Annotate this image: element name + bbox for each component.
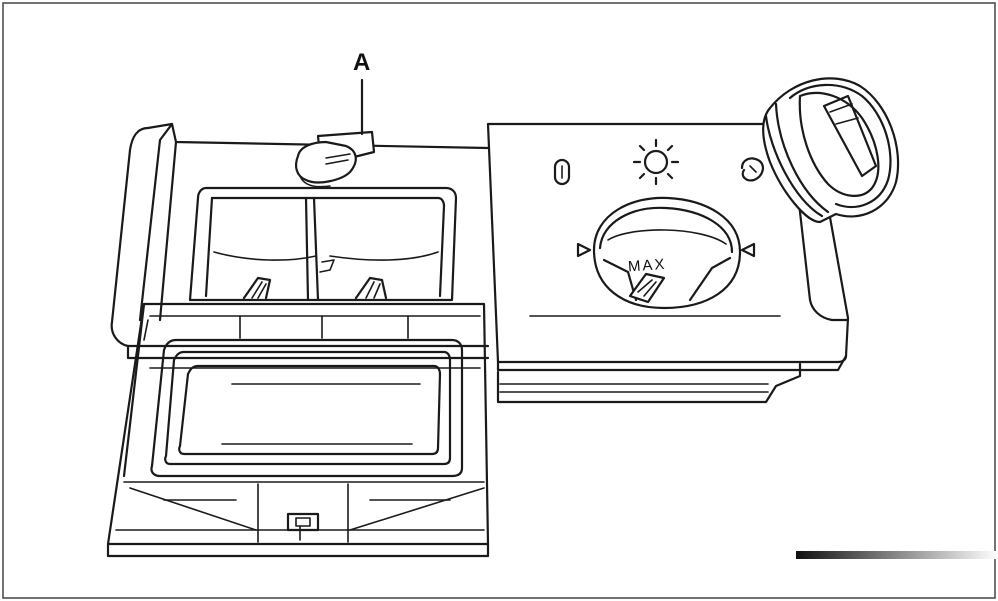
rinse-aid-dispenser: MAX xyxy=(486,77,900,404)
sun-icon xyxy=(632,138,680,186)
dispenser-lid xyxy=(106,302,490,558)
swirl-icon xyxy=(740,157,764,182)
callout-a: A xyxy=(353,49,370,136)
dial-max-label: MAX xyxy=(627,256,667,276)
detergent-dispenser xyxy=(110,122,490,360)
callout-label-a: A xyxy=(353,49,370,76)
rinse-aid-cap xyxy=(762,77,900,224)
oval-slot-icon xyxy=(553,158,571,186)
gradient-bar xyxy=(796,551,998,559)
dosage-dial: MAX xyxy=(576,196,756,310)
